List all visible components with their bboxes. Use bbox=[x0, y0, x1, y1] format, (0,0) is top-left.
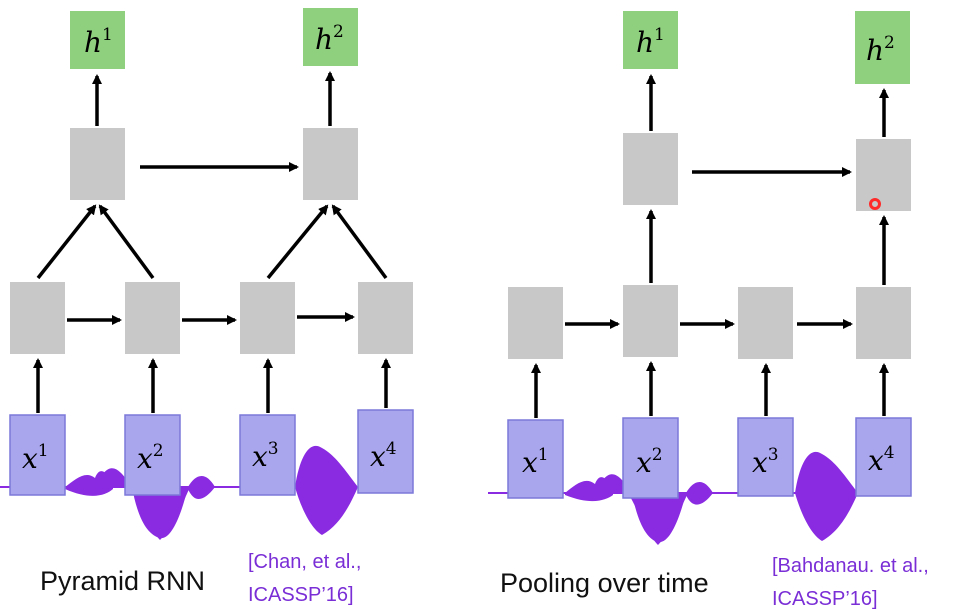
left-input-box-2 bbox=[124, 414, 181, 496]
left-layer2-box-1 bbox=[70, 128, 125, 200]
left-input-label-4: x4 bbox=[370, 439, 397, 473]
right-input-box-4 bbox=[855, 417, 912, 497]
left-input-label-3: x3 bbox=[252, 439, 279, 473]
left-output-label-1: h1 bbox=[84, 25, 113, 59]
left-layer1-box-2 bbox=[125, 282, 180, 354]
right-output-label-2: h2 bbox=[866, 33, 895, 67]
left-output-box-2 bbox=[303, 8, 358, 66]
right-citation-line-2: ICASSP’16] bbox=[772, 588, 878, 610]
right-layer1-box-4 bbox=[856, 287, 911, 359]
right-layer1-box-3 bbox=[738, 287, 793, 359]
right-arrows bbox=[531, 74, 889, 418]
right-layer1-box-2 bbox=[623, 285, 678, 357]
left-input-label-2: x2 bbox=[137, 441, 164, 475]
right-layer2-box-1 bbox=[623, 133, 678, 205]
right-caption: Pooling over time bbox=[500, 568, 709, 598]
right-layer2-box-2 bbox=[856, 139, 911, 211]
left-layer1-box-1 bbox=[10, 282, 65, 354]
right-output-box-2 bbox=[855, 11, 910, 84]
left-waveform bbox=[0, 445, 358, 540]
left-layer2-box-2 bbox=[303, 128, 358, 200]
left-output-box-1 bbox=[70, 11, 125, 69]
right-output-label-1: h1 bbox=[636, 25, 665, 59]
left-arrows bbox=[33, 71, 391, 413]
left-output-label-2: h2 bbox=[315, 22, 344, 56]
cursor-dot bbox=[869, 198, 881, 210]
left-citation-line-2: ICASSP’16] bbox=[248, 584, 354, 606]
left-caption: Pyramid RNN bbox=[40, 566, 205, 596]
left-input-label-1: x1 bbox=[22, 441, 49, 475]
right-input-box-3 bbox=[737, 417, 794, 497]
right-input-label-3: x3 bbox=[752, 445, 779, 479]
right-output-box-1 bbox=[623, 11, 678, 69]
left-layer1-box-4 bbox=[358, 282, 413, 354]
left-layer1-box-3 bbox=[240, 282, 295, 354]
left-input-box-4 bbox=[357, 409, 414, 494]
pyramid-rnn-panel: h1 h2 x1 x2 x3 x4 Pyramid RNN [Chan, et … bbox=[0, 8, 414, 606]
right-layer1-box-1 bbox=[508, 287, 563, 359]
right-citation-line-1: [Bahdanau. et al., bbox=[772, 555, 929, 577]
left-input-box-3 bbox=[239, 414, 296, 496]
right-input-label-1: x1 bbox=[522, 445, 549, 479]
left-input-box-1 bbox=[9, 414, 66, 496]
right-input-box-1 bbox=[507, 419, 564, 499]
pooling-panel: h1 h2 x1 x2 x3 x4 Pooling over time [Bah… bbox=[488, 11, 929, 610]
left-citation-line-1: [Chan, et al., bbox=[248, 551, 361, 573]
right-input-box-2 bbox=[622, 417, 679, 499]
right-input-label-4: x4 bbox=[868, 443, 895, 477]
right-input-label-2: x2 bbox=[636, 445, 663, 479]
